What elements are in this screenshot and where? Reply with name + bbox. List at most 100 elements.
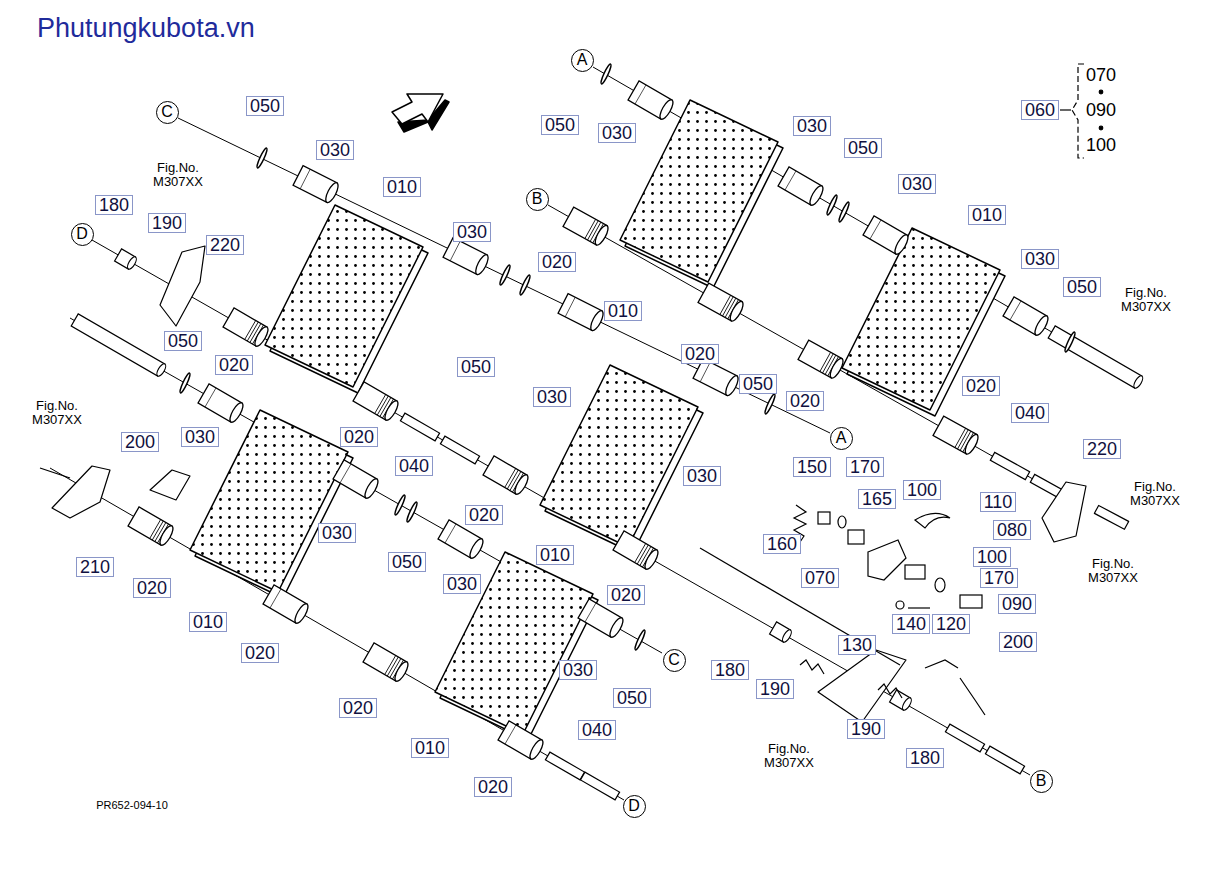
figure-reference: Fig.No. M307XX <box>147 161 209 190</box>
callout-box: 100 <box>973 547 1011 567</box>
drawing-g <box>700 505 985 715</box>
callout-box: 180 <box>95 195 133 215</box>
drawing-use <box>394 494 407 516</box>
callout-number: 190 <box>760 679 790 699</box>
figure-reference: Fig.No. M307XX <box>1115 286 1177 315</box>
callout-number: 030 <box>1025 249 1055 269</box>
callout-number: 080 <box>997 520 1027 540</box>
drawing-use <box>1064 331 1077 353</box>
callout-box: 050 <box>388 552 426 572</box>
drawing-use <box>613 531 660 571</box>
callout-number: 050 <box>848 138 878 158</box>
drawing-number: PR652-094-10 <box>96 799 168 811</box>
reference-circle: A <box>571 49 594 72</box>
callout-box: 030 <box>443 574 481 594</box>
callout-box: 060 <box>1021 100 1059 120</box>
drawing-circle <box>1099 126 1103 130</box>
reference-letter: B <box>532 190 543 208</box>
drawing-use <box>440 436 479 464</box>
drawing-use <box>400 413 439 441</box>
reference-circle: C <box>663 649 686 672</box>
callout-box: 150 <box>793 457 831 477</box>
drawing-use <box>293 166 340 205</box>
reference-letter: C <box>668 651 680 669</box>
callout-box: 030 <box>598 123 636 143</box>
callout-number: 030 <box>447 574 477 594</box>
drawing-rect <box>960 595 982 608</box>
callout-number: 010 <box>608 301 638 321</box>
callout-number: 020 <box>245 643 275 663</box>
drawing-use <box>698 283 745 323</box>
drawing-use <box>863 216 910 256</box>
callout-box: 030 <box>683 466 721 486</box>
callout-number: 020 <box>137 578 167 598</box>
drawing-use <box>263 585 310 625</box>
callout-number: 010 <box>972 205 1002 225</box>
callout-box: 170 <box>980 568 1018 588</box>
drawing-use <box>115 249 138 271</box>
callout-box: 020 <box>962 376 1000 396</box>
drawing-use <box>498 721 545 761</box>
drawing-use <box>438 520 485 560</box>
callout-number: 010 <box>540 545 570 565</box>
callout-box: 070 <box>801 568 839 588</box>
callout-number: 070 <box>805 568 835 588</box>
callout-number: 200 <box>1003 632 1033 652</box>
part-number: 070 <box>1086 65 1116 86</box>
callout-number: 030 <box>602 123 632 143</box>
callout-number: 040 <box>1015 403 1045 423</box>
callout-box: 010 <box>968 205 1006 225</box>
reference-letter: D <box>76 225 88 243</box>
drawing-polyline <box>800 660 824 674</box>
callout-number: 180 <box>99 195 129 215</box>
callout-number: 020 <box>966 376 996 396</box>
drawing-line <box>1060 109 1071 110</box>
callout-box: 050 <box>541 115 579 135</box>
drawing-g <box>40 246 1129 722</box>
callout-number: 100 <box>977 547 1007 567</box>
callout-box: 130 <box>838 635 876 655</box>
callout-number: 180 <box>910 748 940 768</box>
drawing-use <box>600 63 613 85</box>
callout-number: 010 <box>387 177 417 197</box>
drawing-use <box>933 416 980 456</box>
drawing-path <box>1072 64 1084 158</box>
reference-letter: D <box>628 797 640 815</box>
callout-box: 030 <box>898 174 936 194</box>
drawing-polygon <box>868 540 906 580</box>
callout-box: 020 <box>538 252 576 272</box>
drawing-polyline <box>925 660 958 668</box>
callout-number: 030 <box>797 116 827 136</box>
callout-box: 040 <box>395 456 433 476</box>
drawing-g <box>392 94 449 132</box>
callout-box: 030 <box>316 140 354 160</box>
callout-number: 030 <box>687 466 717 486</box>
callout-box: 170 <box>846 457 884 477</box>
drawing-use <box>406 501 419 523</box>
drawing-use <box>353 382 400 422</box>
callout-number: 020 <box>685 344 715 364</box>
drawing-polygon <box>620 100 778 282</box>
callout-number: 050 <box>545 115 575 135</box>
drawing-circle <box>896 601 904 609</box>
callout-number: 040 <box>399 456 429 476</box>
callout-number: 050 <box>743 374 773 394</box>
part-number: 100 <box>1086 135 1116 156</box>
callout-box: 090 <box>998 594 1036 614</box>
reference-letter: A <box>577 51 588 69</box>
callout-box: 020 <box>339 698 377 718</box>
callout-number: 170 <box>850 457 880 477</box>
drawing-use <box>798 340 845 380</box>
callout-number: 160 <box>767 534 797 554</box>
callout-box: 080 <box>993 520 1031 540</box>
callout-number: 180 <box>715 660 745 680</box>
reference-circle: B <box>526 188 549 211</box>
callout-number: 020 <box>790 391 820 411</box>
drawing-path <box>915 513 950 528</box>
callout-box: 190 <box>847 719 885 739</box>
callout-box: 210 <box>76 557 114 577</box>
callout-number: 040 <box>582 720 612 740</box>
callout-box: 020 <box>133 578 171 598</box>
drawing-use <box>693 359 740 398</box>
callout-number: 010 <box>415 738 445 758</box>
